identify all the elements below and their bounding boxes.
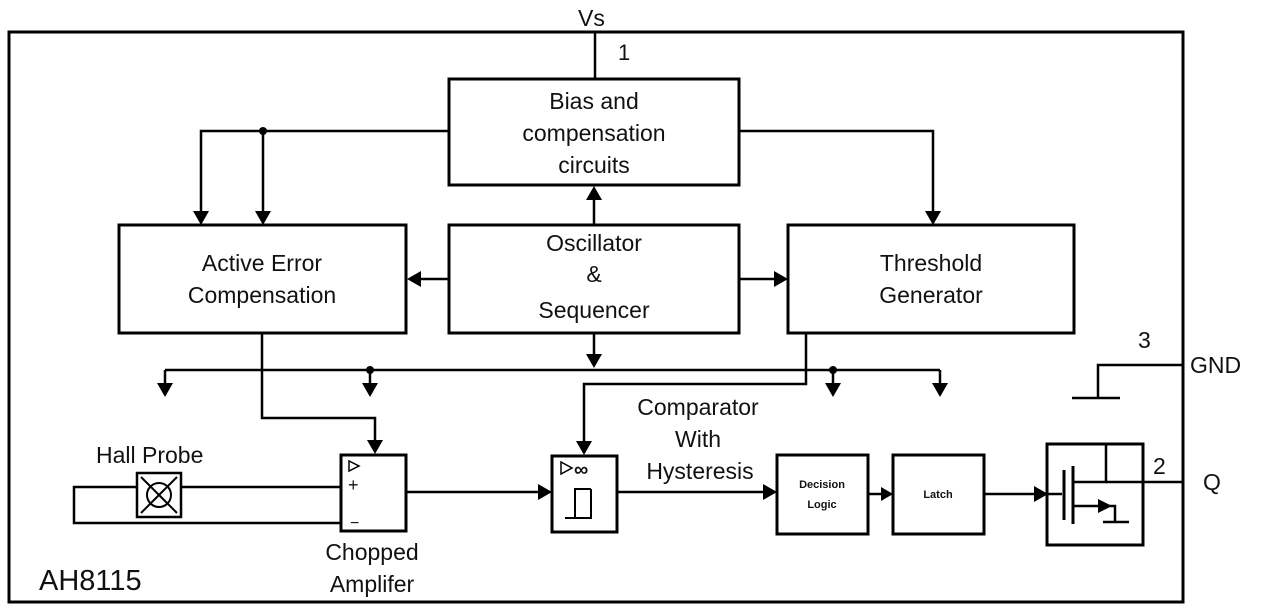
latch-block — [891, 453, 986, 536]
hall-probe-icon-ring — [146, 482, 172, 508]
arrow-head — [193, 211, 209, 225]
hysteresis-icon — [570, 489, 592, 519]
junction-dot — [259, 127, 267, 135]
amp-plus: + — [348, 475, 359, 495]
threshold-line-1: Threshold — [880, 250, 982, 276]
q-pin-label: Q — [1203, 469, 1221, 495]
threshold-line-2: Generator — [879, 282, 983, 308]
comparator-line-2: With — [675, 426, 721, 452]
arrow-head — [881, 487, 893, 501]
oscillator-line-1: Oscillator — [546, 230, 642, 256]
gnd-pin-number: 3 — [1138, 327, 1151, 353]
bias-line-3: circuits — [558, 152, 630, 178]
arrow-head — [774, 271, 788, 287]
junction-dot — [829, 366, 837, 374]
arrow-head — [538, 484, 552, 500]
active-error-line-2: Compensation — [188, 282, 336, 308]
arrow-head — [362, 383, 378, 397]
arrow-head — [763, 484, 777, 500]
junction-dot — [366, 366, 374, 374]
active-to-amp-wire — [260, 333, 377, 441]
arrow-head — [586, 186, 602, 200]
comparator-line-1: Comparator — [637, 394, 759, 420]
arrow-head — [407, 271, 421, 287]
arrow-head — [576, 441, 592, 455]
arrow-head — [1098, 499, 1112, 513]
arrow-head — [157, 383, 173, 397]
comparator-triangle-icon — [560, 460, 574, 476]
threshold-block — [786, 223, 1076, 335]
bias-to-active-wire — [199, 129, 449, 213]
infinity-icon: ∞ — [574, 459, 588, 481]
chopped-amplifier-line-2: Amplifer — [330, 571, 415, 597]
vs-pin-number: 1 — [618, 40, 630, 65]
arrow-head — [255, 211, 271, 225]
decision-logic-block — [775, 453, 870, 536]
hall-probe-wire — [72, 485, 341, 525]
amp-minus: − — [350, 515, 359, 532]
decision-line-2: Logic — [807, 499, 836, 511]
arrow-head — [932, 383, 948, 397]
chopped-amplifier-block — [339, 453, 408, 533]
arrow-head — [825, 383, 841, 397]
vs-pin-label: Vs — [578, 5, 605, 31]
arrow-head — [925, 211, 941, 225]
arrow-head — [367, 440, 383, 454]
chopped-amplifier-line-1: Chopped — [325, 539, 418, 565]
q-pin-number: 2 — [1153, 453, 1166, 479]
bias-to-threshold-wire — [739, 129, 935, 213]
bias-line-1: Bias and — [549, 88, 639, 114]
decision-line-1: Decision — [799, 479, 845, 491]
hall-probe-icon-cross — [140, 476, 178, 514]
source-wire — [1073, 504, 1117, 522]
latch-label: Latch — [923, 489, 953, 501]
gnd-pin-label: GND — [1190, 352, 1241, 378]
arrow-head — [586, 354, 602, 368]
active-error-block — [117, 223, 408, 335]
threshold-to-comparator-wire — [582, 333, 808, 442]
gnd-wire — [1096, 363, 1183, 398]
arrow-head — [1034, 486, 1048, 502]
comparator-block — [550, 454, 619, 534]
oscillator-line-2: & — [586, 261, 601, 287]
comparator-line-3: Hysteresis — [646, 458, 753, 484]
amp-triangle-icon — [348, 459, 361, 473]
active-error-line-1: Active Error — [202, 250, 322, 276]
hall-probe-label: Hall Probe — [96, 442, 203, 468]
bias-line-2: compensation — [522, 120, 665, 146]
part-number-label: AH8115 — [39, 565, 142, 597]
oscillator-line-3: Sequencer — [538, 297, 650, 323]
